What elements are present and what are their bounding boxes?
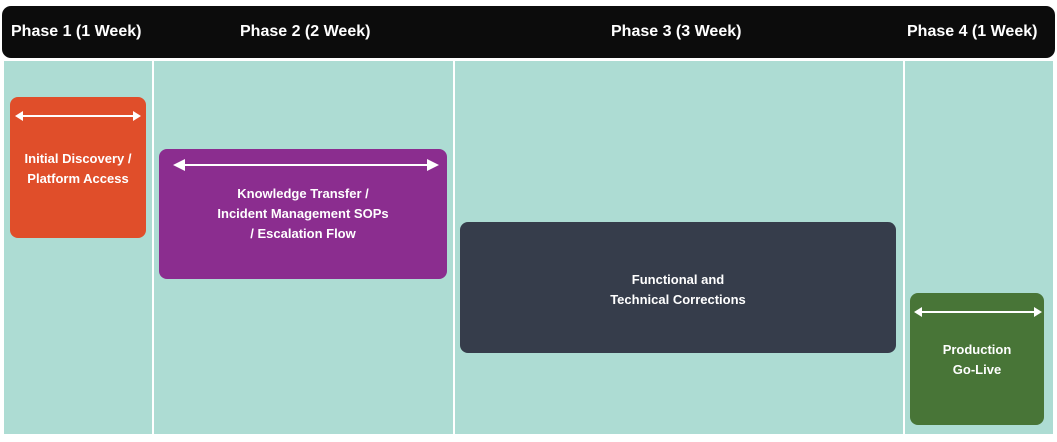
phase-3-title: Phase 3 (3 Week) [611, 23, 742, 40]
task-label: Initial Discovery / Platform Access [24, 151, 132, 186]
phase-4-title: Phase 4 (1 Week) [907, 23, 1038, 40]
task-label: Knowledge Transfer / Incident Management… [217, 186, 389, 241]
duration-arrow-icon [914, 306, 1042, 318]
task-production-go-live: Production Go-Live [910, 293, 1044, 425]
phase-header-bar: Phase 1 (1 Week) Phase 2 (2 Week) Phase … [2, 6, 1055, 58]
task-functional-corrections: Functional and Technical Corrections [460, 222, 896, 353]
duration-arrow-icon [173, 159, 439, 171]
task-label: Functional and Technical Corrections [610, 272, 746, 307]
task-knowledge-transfer: Knowledge Transfer / Incident Management… [159, 149, 447, 279]
phase-1-title: Phase 1 (1 Week) [11, 23, 142, 40]
task-initial-discovery: Initial Discovery / Platform Access [10, 97, 146, 238]
task-label: Production Go-Live [942, 342, 1012, 377]
phase-2-title: Phase 2 (2 Week) [240, 23, 371, 40]
duration-arrow-icon [15, 110, 141, 122]
